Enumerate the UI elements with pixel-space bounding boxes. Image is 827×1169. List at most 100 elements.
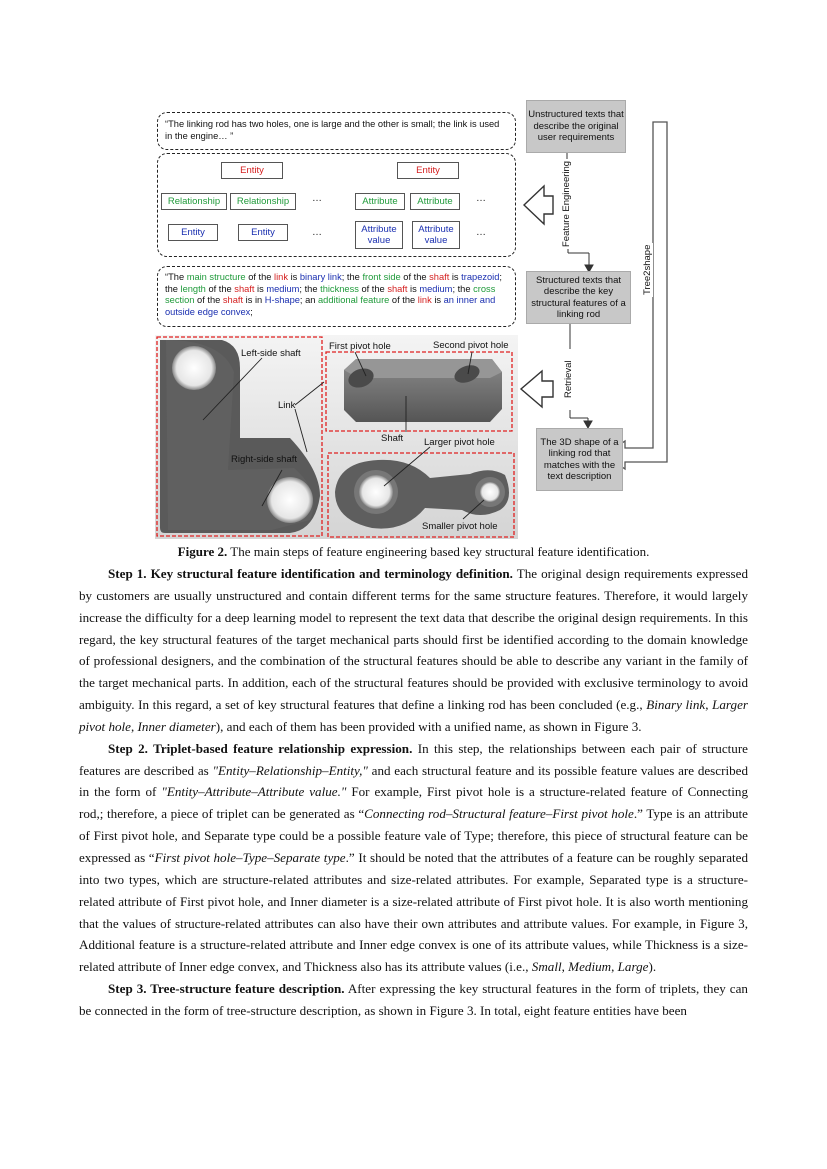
tree-left-leaf-1: Entity <box>168 224 218 241</box>
structured-quote-segment: of the <box>400 272 430 282</box>
step-heading: Step 2. Triplet-based feature relationsh… <box>108 740 413 756</box>
body-text: Step 1. Key structural feature identific… <box>79 563 748 1022</box>
structured-quote-segment: is <box>254 283 267 294</box>
structured-quote-segment: ; the <box>341 272 363 282</box>
structured-quote-segment: of the <box>205 283 235 294</box>
link-l-shape <box>160 340 320 533</box>
paragraph-run: After expressing the key structural feat… <box>79 981 748 1018</box>
structured-quote-segment: front side <box>362 272 401 282</box>
structured-quote-segment: “The <box>165 272 187 282</box>
structured-quote-segment: is <box>449 272 462 282</box>
structured-quote-segment: of the <box>245 272 275 282</box>
flow-step-retrieval: Retrieval <box>563 358 574 400</box>
structured-quote-segment: H-shape <box>264 295 300 306</box>
paragraph-run: ), and each of them has been provided wi… <box>215 718 642 734</box>
label-larger-pivot-hole: Larger pivot hole <box>424 437 495 448</box>
paragraph-run: First pivot hole–Type–Separate type <box>154 849 346 865</box>
user-requirement-quote-box: “The linking rod has two holes, one is l… <box>157 112 516 150</box>
figure-graphics <box>155 121 668 539</box>
tree-right-attr-1: Attribute <box>355 193 405 210</box>
structured-quote-segment: of the <box>389 295 418 306</box>
flow-box-3d-shape: The 3D shape of a linking rod that match… <box>536 428 623 491</box>
paragraph-run: , <box>611 959 618 975</box>
structured-quote-segment: an inner and outside edge convex <box>165 295 496 317</box>
paragraph-step-2: Step 2. Triplet-based feature relationsh… <box>79 738 748 978</box>
tree-right-ellipsis-1: … <box>476 193 486 204</box>
flow-box-structured: Structured texts that describe the key s… <box>526 271 631 324</box>
flow-step-feature-engineering: Feature Engineering <box>561 158 572 249</box>
paragraph-run: Inner diameter <box>137 718 216 734</box>
paragraph-run: "Entity–Attribute–Attribute value." <box>161 784 347 800</box>
structured-quote-segment: cross section <box>165 283 496 306</box>
left-hole-icon <box>172 346 216 390</box>
structured-quote-segment: ; <box>250 306 253 317</box>
tree-left-root: Entity <box>221 162 283 179</box>
step-heading: Step 3. Tree-structure feature descripti… <box>108 981 345 997</box>
smaller-hole-icon <box>480 482 500 502</box>
structured-quote-segment: of the <box>358 283 388 294</box>
paragraph-run: For example, First pivot hole is a struc… <box>79 784 748 822</box>
step-heading: Step 1. Key structural feature identific… <box>108 566 513 581</box>
paragraph-run: Small <box>531 959 562 975</box>
structured-quote-segment: medium <box>419 283 453 294</box>
tree-right-value-2: Attribute value <box>412 221 460 249</box>
paragraph-run: The original design requirements express… <box>79 566 748 713</box>
right-hole-icon <box>267 477 313 523</box>
tree-left-ellipsis-2: … <box>312 227 322 238</box>
structured-quote-segment: ; an <box>299 295 318 306</box>
arrow-to-tree-icon <box>522 184 554 226</box>
structured-quote-segment: ; the <box>299 283 321 294</box>
tree-right-attr-2: Attribute <box>410 193 460 210</box>
structured-quote-segment: binary link <box>299 272 342 282</box>
label-smaller-pivot-hole: Smaller pivot hole <box>422 521 498 532</box>
paragraph-run: .” Type is an attribute of First pivot h… <box>79 806 748 865</box>
paragraph-step-1: Step 1. Key structural feature identific… <box>79 563 748 738</box>
paragraph-run: Larger pivot hole <box>79 697 748 734</box>
paragraph-step-3: Step 3. Tree-structure feature descripti… <box>79 978 748 1022</box>
structured-quote-segment: is in <box>243 295 265 306</box>
paragraph-run: and each structural feature and its poss… <box>79 762 748 800</box>
connecting-rod <box>335 459 509 529</box>
photo-leader-lines <box>202 351 485 520</box>
paragraph-run: "Entity–Relationship–Entity," <box>212 762 368 778</box>
structured-quote-segment: is <box>431 295 444 306</box>
structured-quote-segment: link <box>274 272 288 282</box>
tree-right-root: Entity <box>397 162 459 179</box>
red-dashed-frames <box>156 336 515 538</box>
structured-quote-segment: link <box>417 295 432 306</box>
tree-left-leaf-2: Entity <box>238 224 288 241</box>
tree-left-ellipsis-1: … <box>312 193 322 204</box>
structured-quote-segment: additional feature <box>318 295 390 306</box>
structured-quote-segment: thickness <box>320 283 359 294</box>
flow-step-tree2shape: Tree2shape <box>642 242 653 297</box>
paragraph-run: In this step, the relationships between … <box>79 740 748 778</box>
flow-box-unstructured: Unstructured texts that describe the ori… <box>526 100 626 153</box>
paragraph-run: , <box>131 718 138 734</box>
paragraph-run: Connecting rod–Structural feature–First … <box>364 806 634 822</box>
structured-quote-segment: shaft <box>222 295 244 306</box>
figure-caption: Figure 2. The main steps of feature engi… <box>0 543 827 560</box>
arrow-to-shape-icon <box>519 369 554 409</box>
paragraph-run: ). <box>648 959 657 975</box>
structured-text-quote: “The main structure of the link is binar… <box>165 272 509 318</box>
caption-label: Figure 2. <box>177 544 228 559</box>
structured-quote-segment: shaft <box>234 283 255 294</box>
label-second-pivot-hole: Second pivot hole <box>433 340 509 351</box>
label-first-pivot-hole: First pivot hole <box>329 341 391 352</box>
paragraph-run: Medium <box>568 959 612 975</box>
caption-text: The main steps of feature engineering ba… <box>227 544 650 559</box>
larger-hole-icon <box>359 475 393 509</box>
tree-left-relation-1: Relationship <box>161 193 227 210</box>
structured-quote-segment: ; the <box>452 283 474 294</box>
structured-quote-segment: ; the <box>165 272 503 294</box>
figure-2: “The linking rod has two holes, one is l… <box>0 0 827 545</box>
structured-quote-segment: shaft <box>429 272 450 282</box>
structured-quote-segment: is <box>288 272 300 282</box>
paragraph-run: .” It should be noted that the attribute… <box>79 849 749 975</box>
structured-quote-segment: main structure <box>186 272 246 282</box>
structured-quote-segment: is <box>407 283 420 294</box>
shaft-block <box>344 359 502 422</box>
structured-quote-segment: of the <box>194 295 223 306</box>
structured-quote-segment: medium <box>266 283 300 294</box>
structured-text-box: “The main structure of the link is binar… <box>157 266 516 327</box>
